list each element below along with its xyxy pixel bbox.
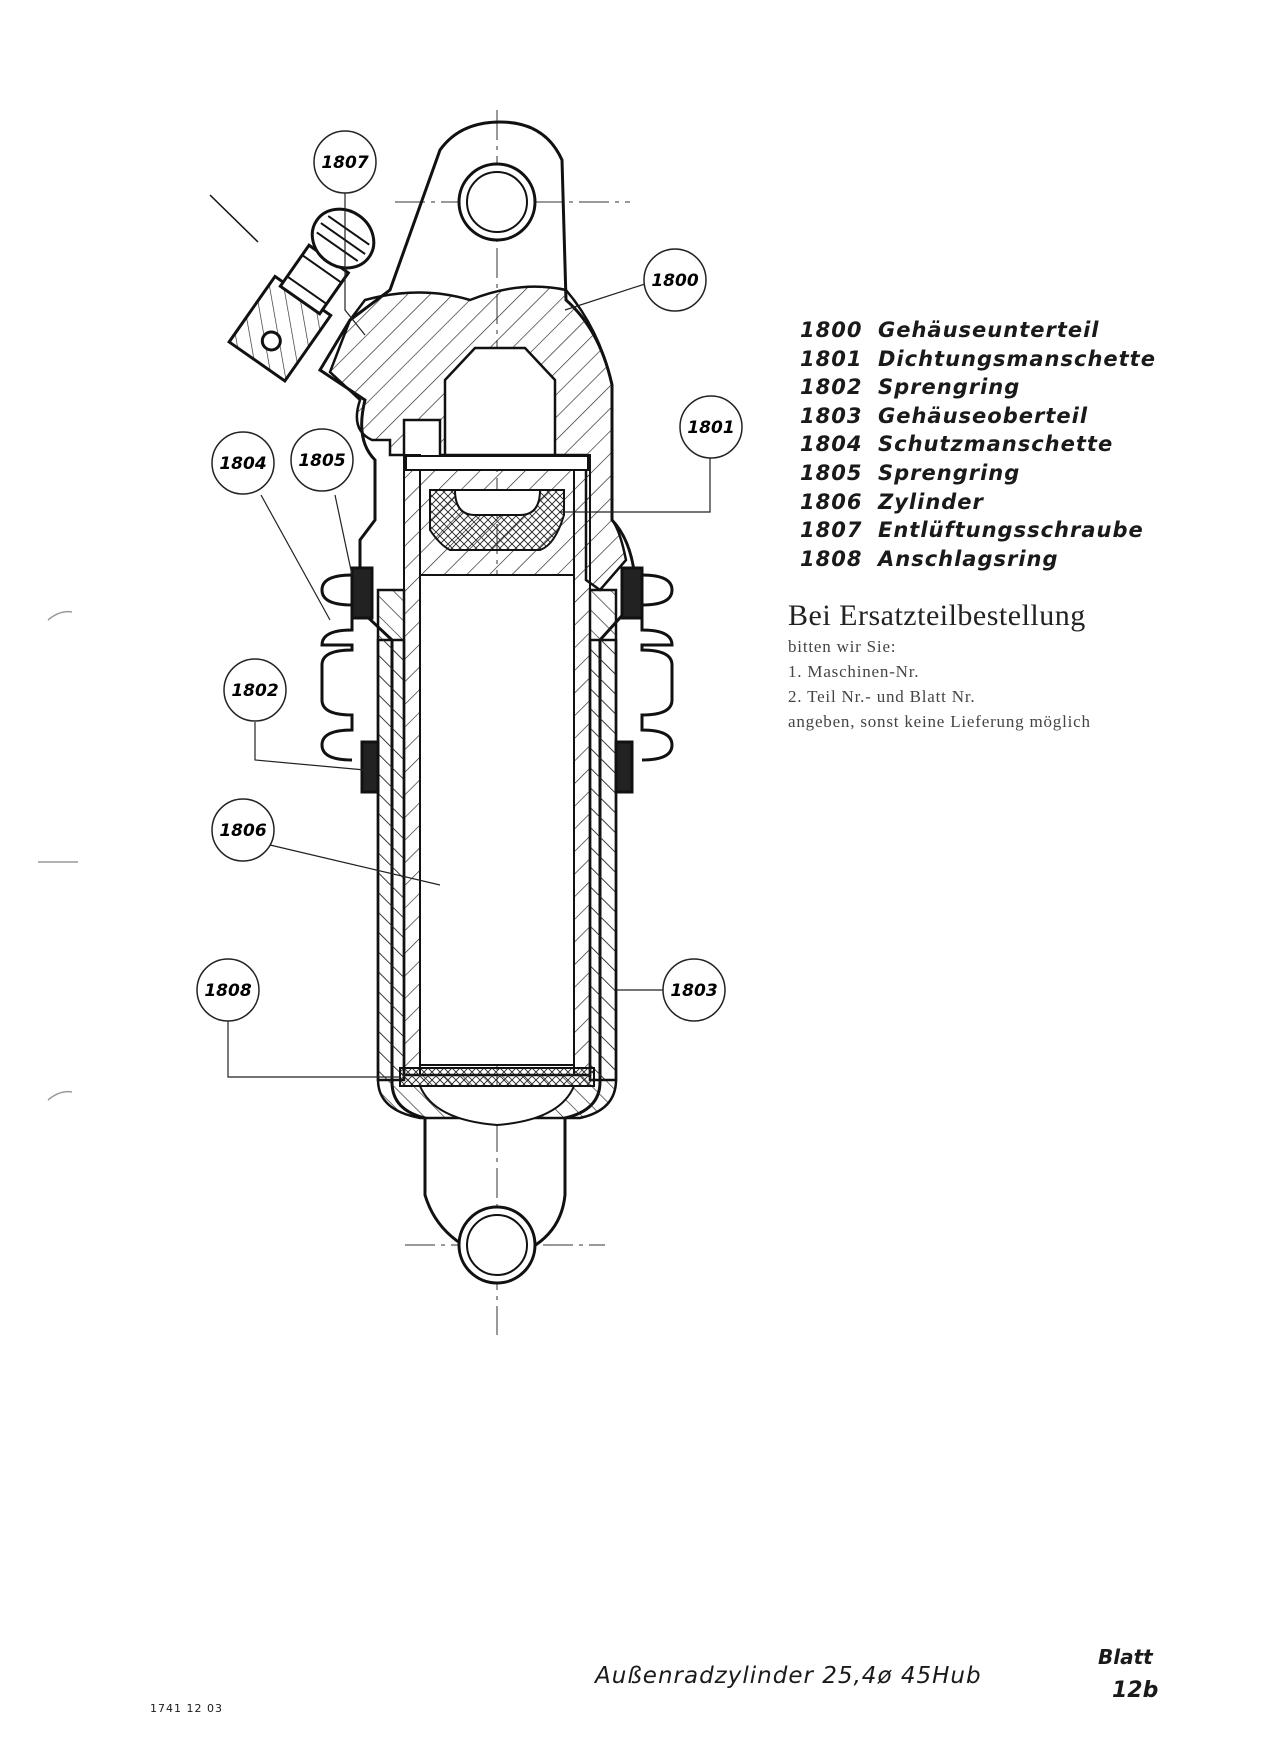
legend-part-name: Schutzmanschette [878, 432, 1114, 457]
legend-number: 1803 [800, 403, 863, 428]
legend-part-name: Gehäuseunterteil [878, 318, 1100, 342]
legend-row: 1805 Sprengring [800, 459, 1200, 488]
cylinder-wall-left [403, 454, 421, 1076]
bottom-cap [418, 1085, 576, 1127]
callout-label: 1802 [231, 681, 278, 701]
callout-label: 1805 [298, 451, 345, 471]
callout-label: 1804 [219, 454, 266, 474]
legend-part-name: Sprengring [878, 460, 1021, 485]
lower-eye [457, 1205, 537, 1285]
order-note-line: angeben, sonst keine Lieferung möglich [788, 712, 1091, 731]
outer-wall-left [376, 588, 406, 1082]
legend-number: 1807 [800, 518, 863, 543]
stop-ring [399, 1067, 595, 1087]
bleed-screw [209, 194, 376, 384]
order-note-title: Bei Ersatzteilbestellung [788, 599, 1086, 632]
order-note: Bei Ersatzteilbestellung bitten wir Sie:… [788, 598, 1188, 734]
callout-label: 1807 [321, 153, 368, 173]
callout-label: 1803 [670, 981, 717, 1001]
cylinder-bore [419, 574, 575, 1066]
protective-boot-left [320, 566, 380, 794]
legend-row: 1808 Anschlagsring [800, 545, 1200, 574]
legend-row: 1802 Sprengring [800, 373, 1200, 402]
callout-1807: 1807 [313, 130, 377, 194]
legend-part-name: Dichtungsmanschette [878, 346, 1156, 371]
order-note-line: bitten wir Sie: [788, 637, 897, 656]
legend-part-name: Zylinder [878, 489, 984, 514]
legend-row: 1803 Gehäuseoberteil [800, 402, 1200, 431]
legend-part-name: Gehäuseoberteil [878, 403, 1089, 428]
callout-1808: 1808 [196, 958, 260, 1022]
legend-row: 1800 Gehäuseunterteil [800, 316, 1200, 345]
legend-row: 1804 Schutzmanschette [800, 430, 1200, 459]
callout-label: 1801 [687, 418, 734, 438]
callout-1804: 1804 [211, 431, 275, 495]
legend-part-name: Sprengring [878, 375, 1021, 400]
outer-wall-right [588, 588, 618, 1082]
callout-1806: 1806 [211, 798, 275, 862]
drawing-title: Außenradzylinder 25,4ø 45Hub [595, 1663, 982, 1689]
legend-number: 1802 [800, 375, 863, 400]
callout-1805: 1805 [290, 428, 354, 492]
parts-legend: 1800 Gehäuseunterteil 1801 Dichtungsmansch… [800, 316, 1200, 573]
callout-label: 1800 [651, 271, 698, 291]
document-code: 1741 12 03 [150, 1702, 223, 1715]
callout-1800: 1800 [643, 248, 707, 312]
legend-row: 1807 Entlüftungsschraube [800, 516, 1200, 545]
sheet-number: 12b [1112, 1678, 1159, 1703]
callout-1801: 1801 [679, 395, 743, 459]
protective-boot-right [614, 566, 674, 794]
order-note-line: 2. Teil Nr.- und Blatt Nr. [788, 687, 976, 706]
legend-part-name: Anschlagsring [878, 546, 1059, 571]
legend-number: 1808 [800, 546, 863, 571]
callout-label: 1808 [204, 981, 251, 1001]
legend-number: 1804 [800, 432, 863, 457]
sheet-label: Blatt [1098, 1645, 1153, 1669]
leader-lines [227, 190, 711, 1078]
legend-number: 1805 [800, 460, 863, 485]
callout-label: 1806 [219, 821, 266, 841]
margin-marks [38, 610, 78, 1101]
callout-1802: 1802 [223, 658, 287, 722]
legend-number: 1801 [800, 346, 863, 371]
legend-number: 1800 [800, 318, 863, 342]
top-ring [405, 455, 589, 471]
legend-row: 1806 Zylinder [800, 488, 1200, 517]
seal-groove [453, 489, 542, 516]
cylinder-wall-right [573, 454, 591, 1076]
piston-nose [443, 346, 557, 457]
upper-eye [457, 162, 537, 242]
legend-number: 1806 [800, 489, 863, 514]
legend-part-name: Entlüftungsschraube [878, 518, 1144, 543]
callout-1803: 1803 [662, 958, 726, 1022]
legend-row: 1801 Dichtungsmanschette [800, 345, 1200, 374]
order-note-line: 1. Maschinen-Nr. [788, 662, 920, 681]
